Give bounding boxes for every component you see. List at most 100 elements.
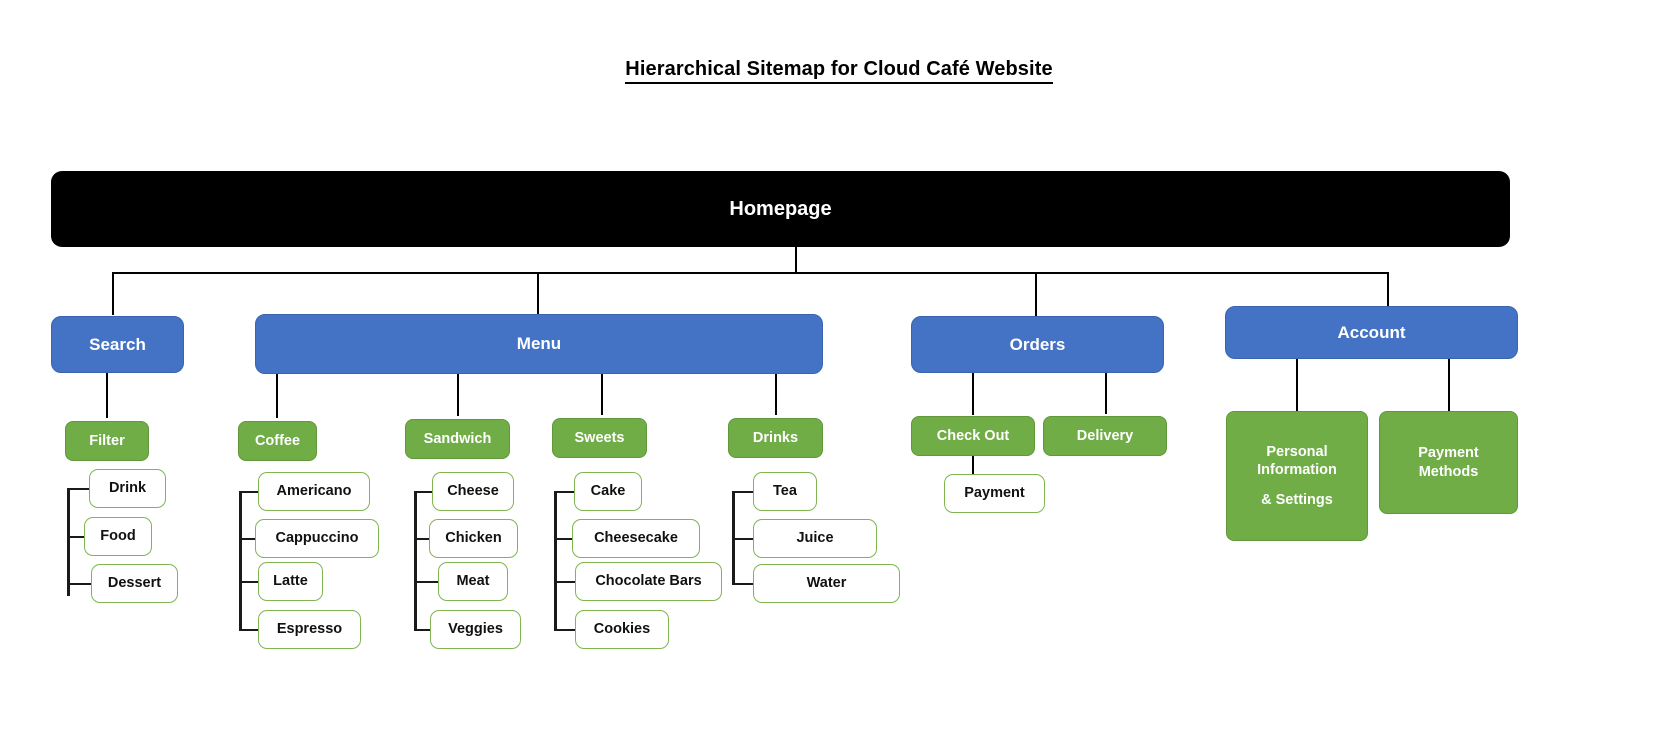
leaf-cheese[interactable]: Cheese xyxy=(432,472,514,511)
leaf-drink[interactable]: Drink xyxy=(89,469,166,508)
leaf-chicken[interactable]: Chicken xyxy=(429,519,518,558)
leaf-meat-label: Meat xyxy=(456,573,490,590)
connector-coffee-trunk xyxy=(239,491,242,631)
leaf-payment[interactable]: Payment xyxy=(944,474,1045,513)
node-personal-information-line3: & Settings xyxy=(1261,492,1333,509)
node-menu-label: Menu xyxy=(516,334,562,354)
node-search[interactable]: Search xyxy=(51,316,184,373)
leaf-payment-label: Payment xyxy=(964,485,1025,502)
connector-drinks-stub-1 xyxy=(732,491,756,493)
connector-menu-to-drinks xyxy=(775,374,777,415)
node-check-out[interactable]: Check Out xyxy=(911,416,1035,456)
leaf-cheese-label: Cheese xyxy=(447,483,499,500)
node-personal-information-settings[interactable]: Personal Information & Settings xyxy=(1226,411,1368,541)
connector-sandwich-stub-1 xyxy=(414,491,434,493)
leaf-drink-label: Drink xyxy=(108,480,147,497)
node-drinks[interactable]: Drinks xyxy=(728,418,823,458)
connector-bus-to-menu xyxy=(537,272,539,315)
connector-root-stem xyxy=(795,247,797,274)
leaf-water[interactable]: Water xyxy=(753,564,900,603)
node-sweets[interactable]: Sweets xyxy=(552,418,647,458)
node-personal-information-line1: Personal xyxy=(1266,443,1328,460)
connector-sweets-trunk xyxy=(554,491,557,631)
leaf-latte[interactable]: Latte xyxy=(258,562,323,601)
connector-sandwich-stub-3 xyxy=(414,581,440,583)
leaf-americano[interactable]: Americano xyxy=(258,472,370,511)
node-coffee-label: Coffee xyxy=(254,432,301,449)
leaf-cappuccino-label: Cappuccino xyxy=(275,530,359,547)
connector-sweets-stub-4 xyxy=(554,629,576,631)
leaf-water-label: Water xyxy=(806,575,847,592)
leaf-dessert-label: Dessert xyxy=(107,575,162,592)
connector-menu-to-sandwich xyxy=(457,374,459,416)
node-sandwich[interactable]: Sandwich xyxy=(405,419,510,459)
connector-sandwich-trunk xyxy=(414,491,417,631)
node-filter[interactable]: Filter xyxy=(65,421,149,461)
leaf-chicken-label: Chicken xyxy=(445,530,502,547)
node-account-label: Account xyxy=(1337,322,1406,342)
connector-account-to-personal-information xyxy=(1296,359,1298,412)
node-coffee[interactable]: Coffee xyxy=(238,421,317,461)
connector-root-bus xyxy=(113,272,1389,274)
page-title: Hierarchical Sitemap for Cloud Café Webs… xyxy=(0,58,1678,84)
connector-account-to-payment-methods xyxy=(1448,359,1450,412)
node-check-out-label: Check Out xyxy=(936,427,1010,444)
leaf-cake[interactable]: Cake xyxy=(574,472,642,511)
connector-coffee-stub-2 xyxy=(239,538,257,540)
connector-bus-to-orders xyxy=(1035,272,1037,337)
leaf-meat[interactable]: Meat xyxy=(438,562,508,601)
leaf-chocolate-bars-label: Chocolate Bars xyxy=(595,573,702,590)
page-title-text: Hierarchical Sitemap for Cloud Café Webs… xyxy=(625,58,1053,84)
node-account[interactable]: Account xyxy=(1225,306,1518,359)
leaf-cappuccino[interactable]: Cappuccino xyxy=(255,519,379,558)
leaf-espresso-label: Espresso xyxy=(276,621,343,638)
leaf-chocolate-bars[interactable]: Chocolate Bars xyxy=(575,562,722,601)
node-delivery[interactable]: Delivery xyxy=(1043,416,1167,456)
node-orders-label: Orders xyxy=(1009,334,1066,354)
leaf-cheesecake[interactable]: Cheesecake xyxy=(572,519,700,558)
node-menu[interactable]: Menu xyxy=(255,314,823,374)
node-sweets-label: Sweets xyxy=(574,429,625,446)
connector-sweets-stub-2 xyxy=(554,538,574,540)
connector-search-to-filter xyxy=(106,373,108,418)
leaf-food[interactable]: Food xyxy=(84,517,152,556)
leaf-dessert[interactable]: Dessert xyxy=(91,564,178,603)
leaf-veggies[interactable]: Veggies xyxy=(430,610,521,649)
leaf-tea[interactable]: Tea xyxy=(753,472,817,511)
leaf-latte-label: Latte xyxy=(273,573,308,590)
connector-drinks-stub-2 xyxy=(732,538,754,540)
node-search-label: Search xyxy=(89,334,146,354)
leaf-juice[interactable]: Juice xyxy=(753,519,877,558)
connector-coffee-stub-4 xyxy=(239,629,260,631)
connector-menu-to-sweets xyxy=(601,374,603,415)
node-payment-methods-line1: Payment xyxy=(1418,445,1479,462)
leaf-americano-label: Americano xyxy=(276,483,352,500)
connector-sandwich-stub-4 xyxy=(414,629,432,631)
connector-filter-trunk xyxy=(67,488,70,596)
connector-filter-stub-3 xyxy=(67,583,93,585)
leaf-cookies[interactable]: Cookies xyxy=(575,610,669,649)
node-homepage[interactable]: Homepage xyxy=(51,171,1510,247)
node-homepage-label: Homepage xyxy=(729,197,832,220)
connector-bus-to-account xyxy=(1387,272,1389,330)
connector-checkout-to-payment xyxy=(972,456,974,474)
leaf-juice-label: Juice xyxy=(796,530,834,547)
connector-orders-to-delivery xyxy=(1105,373,1107,414)
node-drinks-label: Drinks xyxy=(752,429,799,446)
leaf-cheesecake-label: Cheesecake xyxy=(594,530,678,547)
node-orders[interactable]: Orders xyxy=(911,316,1164,373)
connector-drinks-trunk xyxy=(732,491,735,584)
node-filter-label: Filter xyxy=(89,432,125,449)
connector-drinks-stub-3 xyxy=(732,583,754,585)
node-payment-methods[interactable]: Payment Methods xyxy=(1379,411,1518,514)
connector-filter-stub-1 xyxy=(67,488,91,490)
leaf-veggies-label: Veggies xyxy=(448,621,503,638)
leaf-espresso[interactable]: Espresso xyxy=(258,610,361,649)
connector-filter-stub-2 xyxy=(67,536,86,538)
node-sandwich-label: Sandwich xyxy=(423,430,492,447)
leaf-cake-label: Cake xyxy=(590,483,626,500)
connector-sweets-stub-1 xyxy=(554,491,576,493)
connector-coffee-stub-1 xyxy=(239,491,260,493)
leaf-food-label: Food xyxy=(100,528,136,545)
